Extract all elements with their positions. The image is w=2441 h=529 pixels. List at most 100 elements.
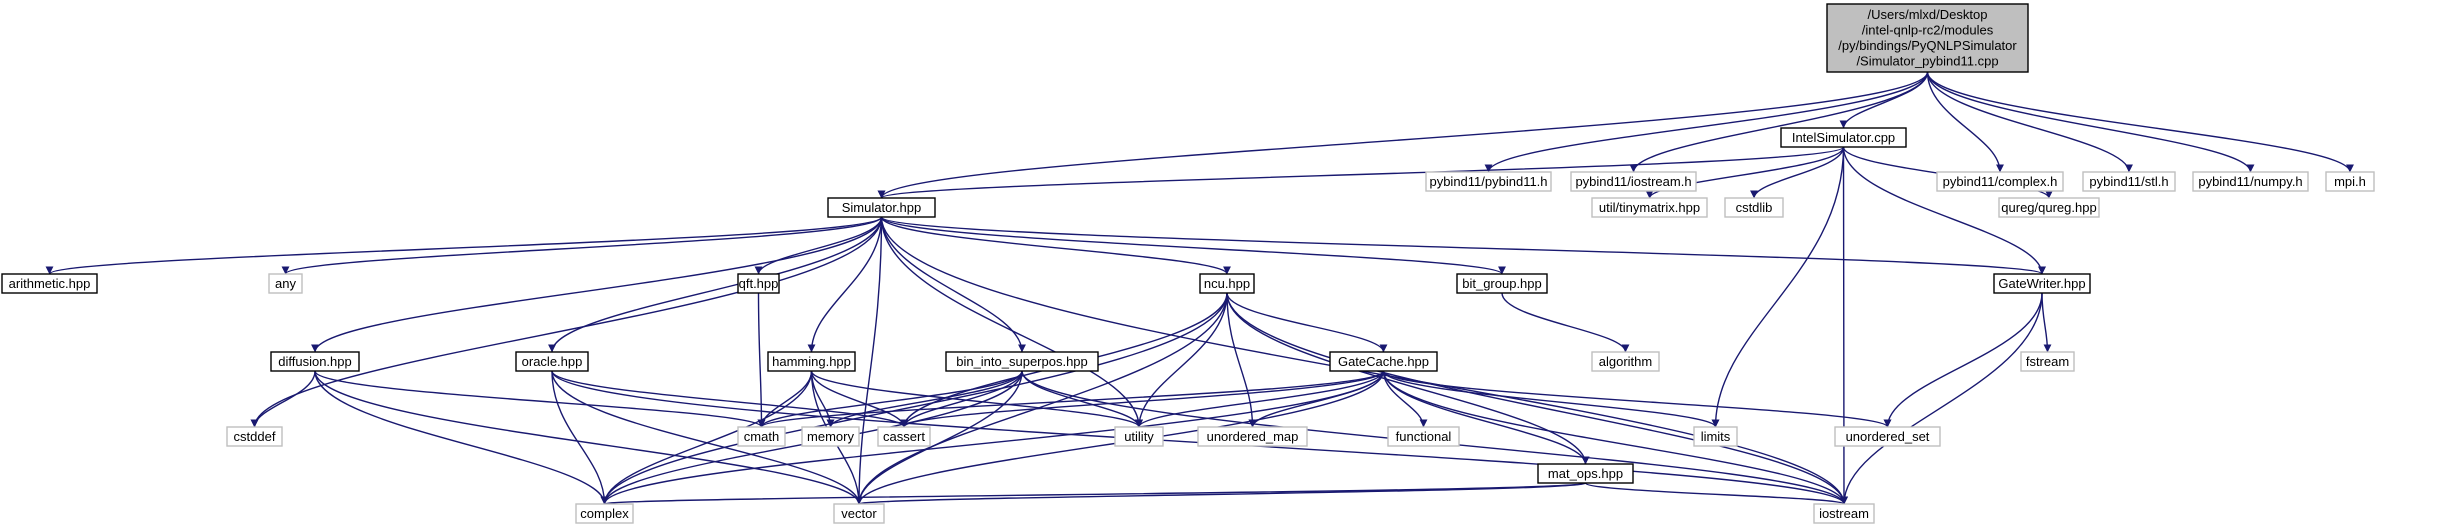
node-label: memory <box>807 429 854 444</box>
node-label: bit_group.hpp <box>1462 276 1542 291</box>
node-binsuper[interactable]: bin_into_superpos.hpp <box>945 351 1099 372</box>
edge-root-to-mpi_h <box>1926 71 2354 173</box>
node-unordered-map[interactable]: unordered_map <box>1197 426 1308 447</box>
node-box <box>737 273 780 294</box>
node-label: mat_ops.hpp <box>1548 466 1623 481</box>
node-complex-h[interactable]: pybind11/complex.h <box>1936 171 2064 192</box>
edge-ncu-to-gatecache <box>1226 292 1388 353</box>
node-box <box>1199 273 1255 294</box>
node-mpi-h[interactable]: mpi.h <box>2325 171 2375 192</box>
node-cassert[interactable]: cassert <box>877 426 931 447</box>
node-box <box>1425 171 1552 192</box>
edge-ncu-to-iostream <box>1226 292 1848 505</box>
node-stl-h[interactable]: pybind11/stl.h <box>2082 171 2176 192</box>
node-qureg[interactable]: qureg/qureg.hpp <box>1998 197 2100 218</box>
node-gatewriter[interactable]: GateWriter.hpp <box>1993 273 2091 294</box>
node-cstddef[interactable]: cstddef <box>226 426 283 447</box>
node-bitgroup[interactable]: bit_group.hpp <box>1456 273 1548 294</box>
node-box <box>1813 503 1875 524</box>
node-box <box>226 426 283 447</box>
node-iostream[interactable]: iostream <box>1813 503 1875 524</box>
edge-path <box>1382 370 1892 428</box>
node-qft[interactable]: qft.hpp <box>737 273 780 294</box>
node-box <box>2192 171 2309 192</box>
edge-path <box>250 370 316 428</box>
edge-diffusion-to-cstddef <box>250 370 316 428</box>
node-matops[interactable]: mat_ops.hpp <box>1537 463 1634 484</box>
node-vector[interactable]: vector <box>833 503 885 524</box>
edge-path <box>1926 71 2004 173</box>
edge-path <box>855 370 1023 505</box>
node-label: cassert <box>883 429 925 444</box>
node-unordered-set[interactable]: unordered_set <box>1834 426 1941 447</box>
node-box <box>1591 351 1660 372</box>
edge-path <box>1382 370 1428 428</box>
node-simulator[interactable]: Simulator.hpp <box>827 197 936 218</box>
node-numpy-h[interactable]: pybind11/numpy.h <box>2192 171 2309 192</box>
node-tinymatrix[interactable]: util/tinymatrix.hpp <box>1591 197 1708 218</box>
node-box <box>827 197 936 218</box>
edge-oracle-to-cassert <box>551 370 908 428</box>
node-limits[interactable]: limits <box>1693 426 1738 447</box>
edge-root-to-numpy_h <box>1926 71 2255 173</box>
edge-binsuper-to-vector <box>855 370 1023 505</box>
node-any[interactable]: any <box>268 273 303 294</box>
node-root[interactable]: /Users/mlxd/Desktop/intel-qnlp-rc2/modul… <box>1826 3 2029 73</box>
edge-gatewriter-to-unordered_set <box>1883 292 2043 428</box>
node-memory[interactable]: memory <box>801 426 860 447</box>
node-hamming[interactable]: hamming.hpp <box>767 351 856 372</box>
node-box <box>1780 127 1907 148</box>
edge-path <box>600 370 1385 505</box>
node-diffusion[interactable]: diffusion.hpp <box>270 351 360 372</box>
edge-path <box>757 370 1023 428</box>
node-label: ncu.hpp <box>1204 276 1250 291</box>
node-fstream[interactable]: fstream <box>2020 351 2075 372</box>
node-label: Simulator.hpp <box>842 200 922 215</box>
node-box <box>575 503 634 524</box>
node-label: fstream <box>2026 354 2069 369</box>
node-label: complex <box>580 506 629 521</box>
edge-gatecache-to-limits <box>1382 370 1720 428</box>
edge-root-to-simulator <box>877 71 1929 199</box>
edge-simulator-to-hamming <box>807 216 883 353</box>
edge-gatecache-to-unordered_set <box>1382 370 1892 428</box>
node-box <box>1197 426 1308 447</box>
edge-simulator-to-diffusion <box>311 216 883 353</box>
edge-path <box>1226 292 1848 505</box>
node-box <box>1834 426 1941 447</box>
edge-intelsim-to-cstdlib <box>1750 146 1845 199</box>
node-box <box>1387 426 1460 447</box>
node-label: mpi.h <box>2334 174 2366 189</box>
node-pybind11-h[interactable]: pybind11/pybind11.h <box>1425 171 1552 192</box>
edge-root-to-pybind11_h <box>1484 71 1929 173</box>
node-utility[interactable]: utility <box>1114 426 1164 447</box>
edge-ncu-to-matops <box>1226 292 1590 465</box>
node-label: /py/bindings/PyQNLPSimulator <box>1838 38 2017 53</box>
node-gatecache[interactable]: GateCache.hpp <box>1329 351 1438 372</box>
node-cmath[interactable]: cmath <box>737 426 786 447</box>
edge-path <box>1584 482 1848 505</box>
node-algorithm[interactable]: algorithm <box>1591 351 1660 372</box>
edge-matops-to-complex <box>601 482 1587 505</box>
node-cstdlib[interactable]: cstdlib <box>1724 197 1784 218</box>
node-oracle[interactable]: oracle.hpp <box>515 351 589 372</box>
edge-intelsim-to-limits <box>1711 146 1845 428</box>
node-intelsim[interactable]: IntelSimulator.cpp <box>1780 127 1907 148</box>
node-box <box>2082 171 2176 192</box>
edge-root-to-iostream_h <box>1629 71 1929 173</box>
edge-root-to-intelsim <box>1839 71 1929 129</box>
edge-path <box>250 216 883 428</box>
node-complex[interactable]: complex <box>575 503 634 524</box>
edge-simulator-to-bitgroup <box>880 216 1506 275</box>
edge-path <box>551 370 609 505</box>
node-functional[interactable]: functional <box>1387 426 1460 447</box>
node-ncu[interactable]: ncu.hpp <box>1199 273 1255 294</box>
node-iostream-h[interactable]: pybind11/iostream.h <box>1570 171 1697 192</box>
node-label: algorithm <box>1599 354 1652 369</box>
edge-path <box>548 216 883 353</box>
node-arithmetic[interactable]: arithmetic.hpp <box>1 273 98 294</box>
edge-path <box>1226 292 1388 353</box>
node-box <box>767 351 856 372</box>
edge-diffusion-to-vector <box>314 370 863 505</box>
edge-simulator-to-cstddef <box>250 216 883 428</box>
